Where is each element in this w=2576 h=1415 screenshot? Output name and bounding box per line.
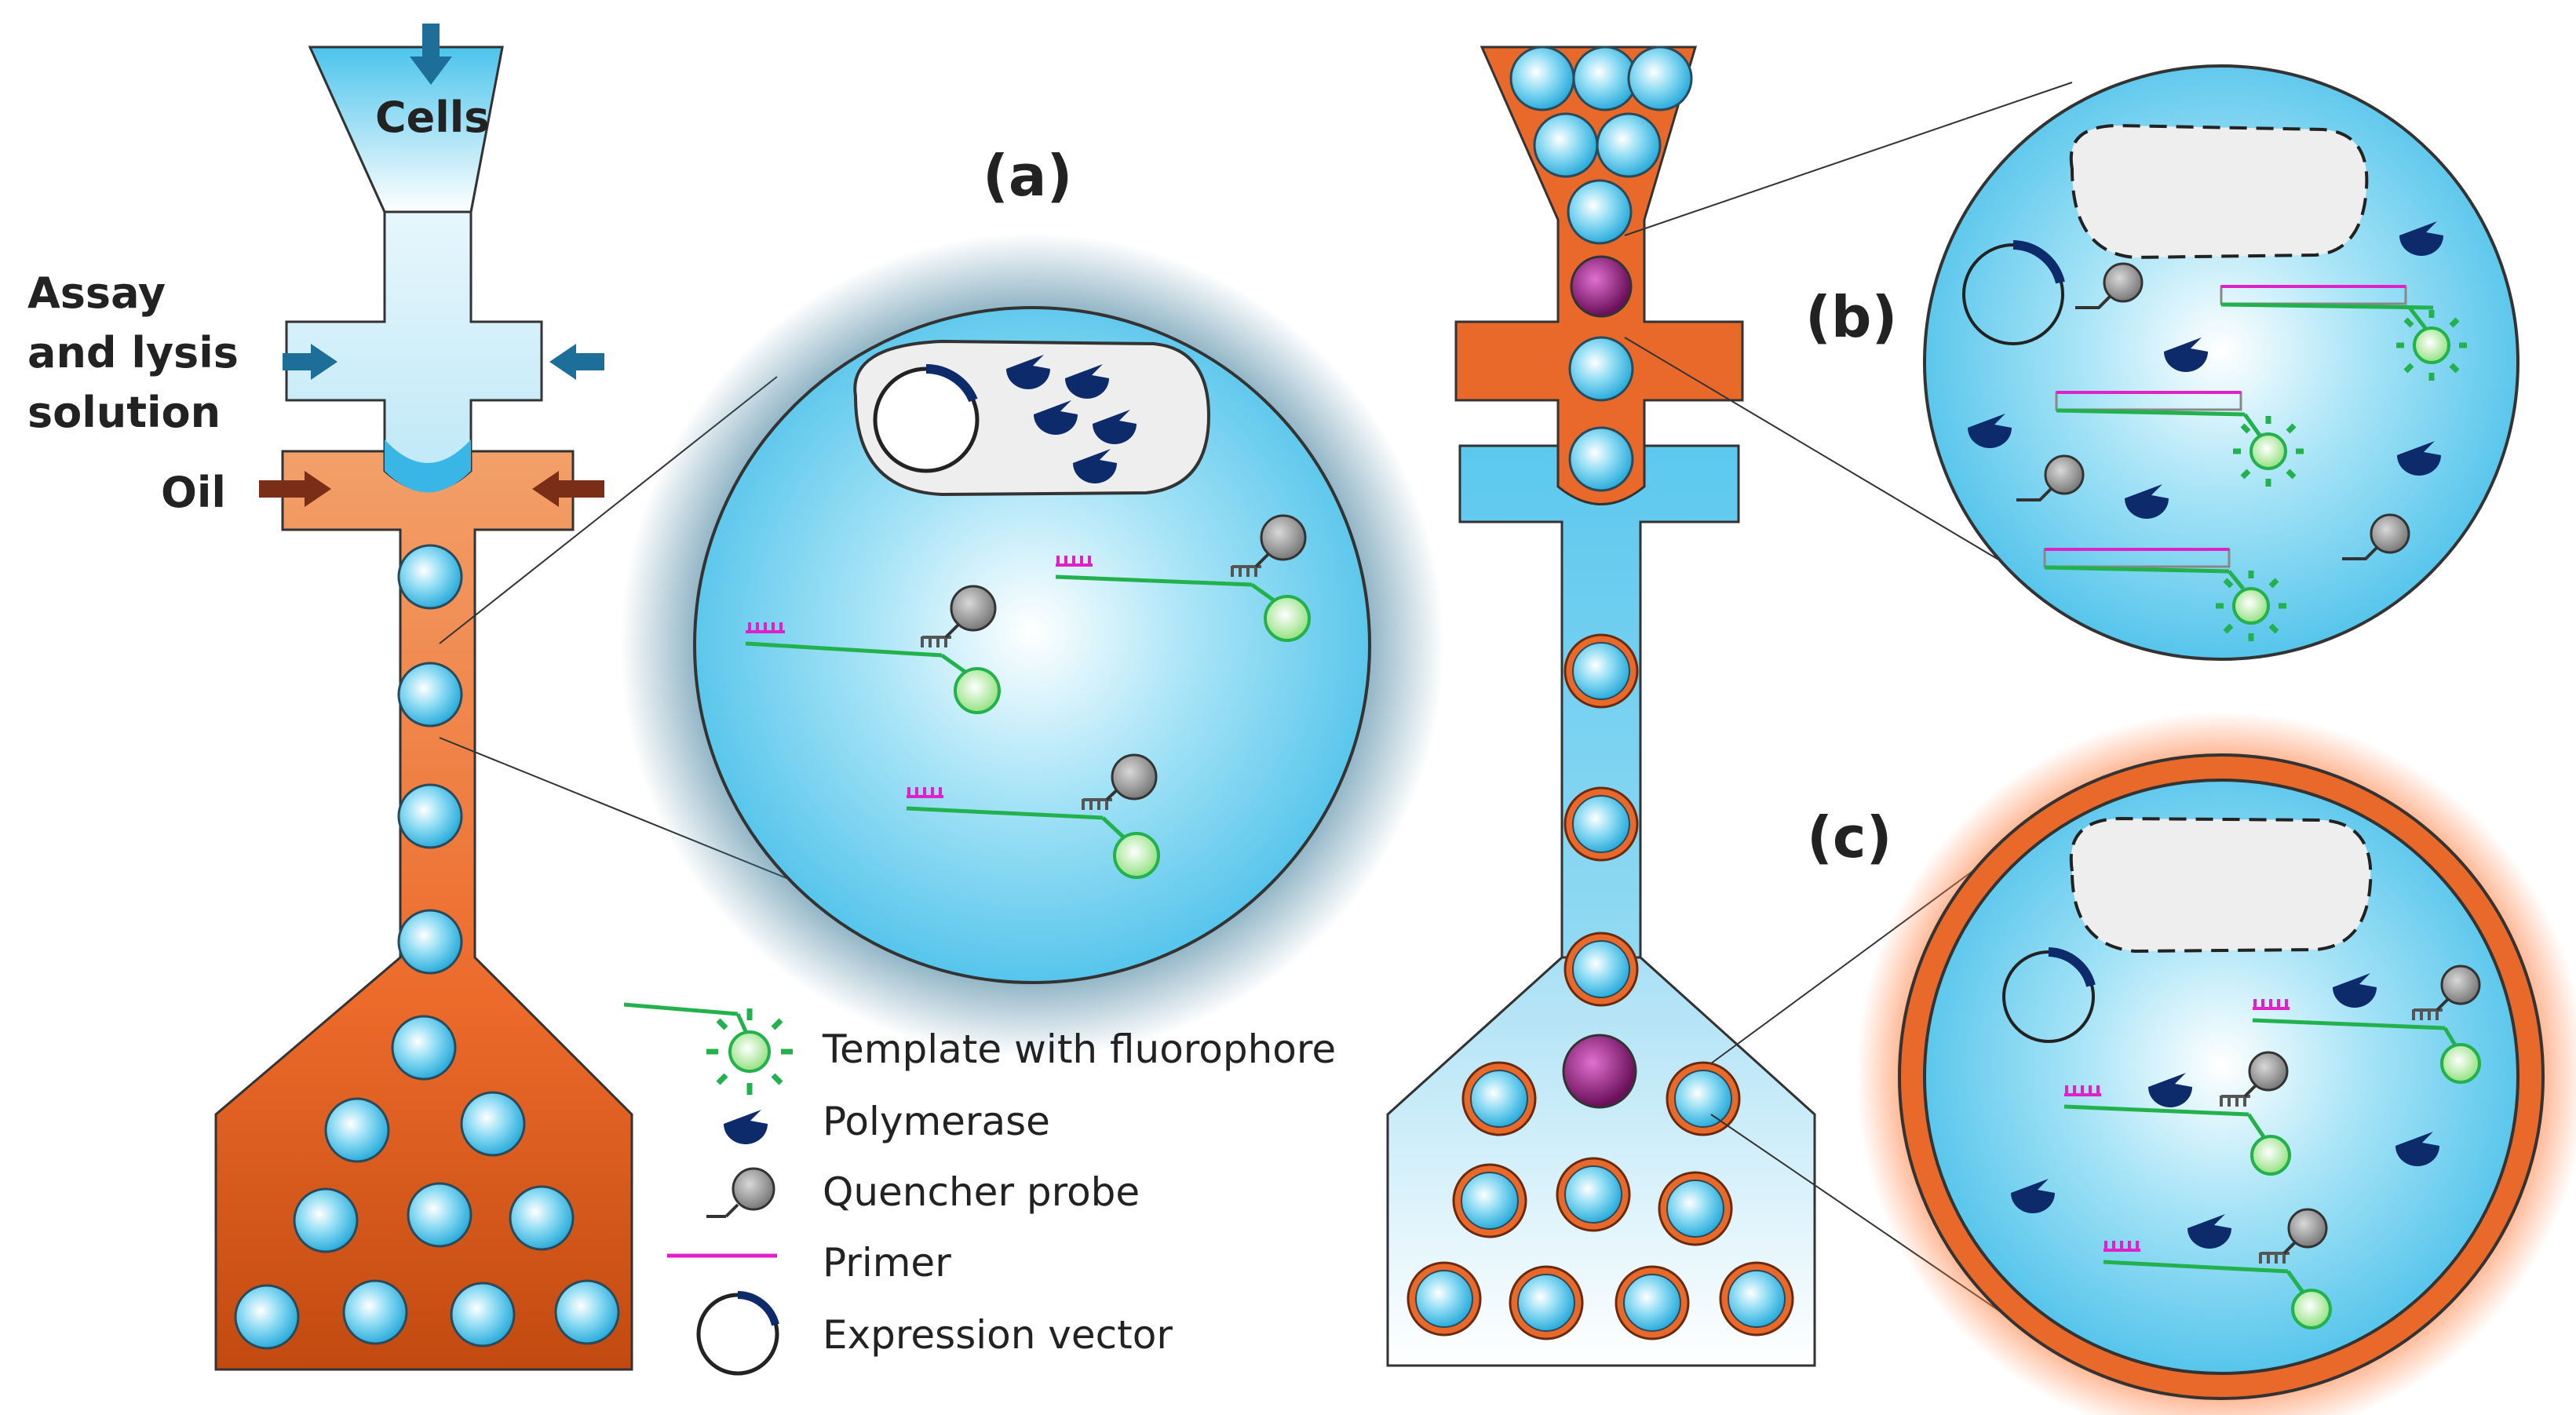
template-quencher-c3: [2103, 1208, 2332, 1329]
panel-c-label: (c): [1807, 804, 1892, 870]
panel-a-label: (a): [983, 143, 1073, 209]
assay-inlet-arrow-right: [549, 344, 604, 380]
legend-label-quencher: Quencher probe: [823, 1169, 1140, 1215]
panel-b-label: (b): [1805, 284, 1898, 350]
template-quencher-3: [906, 753, 1160, 879]
oil-inlet-arrow-left: [259, 471, 331, 507]
cells-label: Cells: [375, 93, 490, 142]
template-quencher-2: [1055, 514, 1311, 642]
legend-template-fluorophore-icon: [623, 1002, 793, 1095]
polymerase-cluster: [1006, 355, 1137, 483]
legend-label-primer: Primer: [823, 1240, 951, 1286]
template-quencher-c1: [2252, 965, 2481, 1084]
polymerase-scatter-c: [2011, 973, 2439, 1249]
panel-b-droplet: [1923, 64, 2519, 661]
lysed-cell-outline: [2069, 816, 2373, 954]
template-quencher-c2: [2063, 1051, 2291, 1176]
assay-inlet-arrow-left: [283, 344, 338, 380]
lysed-cell-outline: [2069, 123, 2369, 260]
left-microfluidic-device: [214, 24, 633, 1371]
right-funnel-droplets: [1509, 46, 1693, 492]
legend-label-template: Template with fluorophore: [823, 1027, 1337, 1072]
cells-inlet-arrow: [410, 24, 452, 85]
legend-label-vector: Expression vector: [823, 1312, 1173, 1358]
assay-label-line2: and lysis: [27, 328, 239, 377]
oil-label: Oil: [161, 468, 226, 517]
legend-label-polymerase: Polymerase: [823, 1099, 1050, 1144]
right-microfluidic-device: [1386, 46, 1816, 1367]
sorted-positive-droplet: [1570, 255, 1633, 318]
panel-a-droplet: [620, 233, 1444, 1057]
oil-inlet-arrow-right: [532, 471, 604, 507]
legend-polymerase-icon: [724, 1110, 768, 1144]
assay-label-line1: Assay: [27, 268, 166, 318]
legend-expression-vector-icon: [696, 1291, 779, 1376]
template-quencher-1: [745, 585, 1001, 714]
quenchers-b: [2016, 262, 2410, 560]
polymerase-scatter-b: [1968, 221, 2443, 519]
legend-quencher-probe-icon: [706, 1167, 775, 1218]
sorted-fluorescent-droplet: [1562, 1034, 1637, 1109]
legend: [623, 1002, 793, 1376]
assay-label-line3: solution: [27, 388, 221, 437]
amplified-templates-b: [2043, 285, 2467, 641]
right-channel-ringed-droplets: [1407, 633, 1794, 1340]
panel-c-droplet: [1856, 712, 2576, 1415]
